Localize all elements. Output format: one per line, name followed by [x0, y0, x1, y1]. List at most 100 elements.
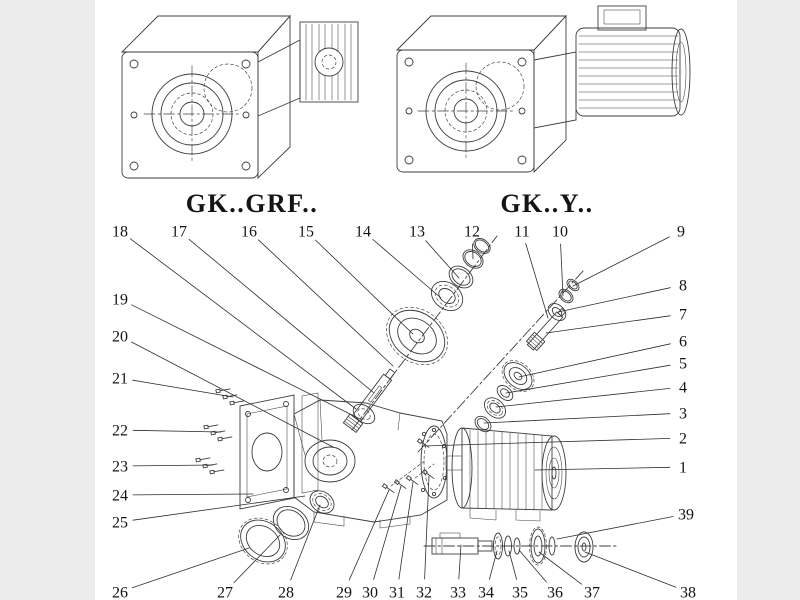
- leader-line-33: [458, 544, 462, 580]
- gk-grf-housing: [120, 14, 292, 180]
- callout-number-21: 21: [112, 371, 128, 388]
- callout-number-17: 17: [171, 224, 187, 241]
- leader-line-12: [472, 243, 474, 260]
- leader-line-8: [557, 287, 671, 313]
- leader-line-29: [348, 489, 390, 581]
- model-label-gk-grf: GK..GRF..: [185, 189, 319, 218]
- center-axis-lines: [351, 235, 617, 547]
- leader-line-36: [518, 549, 547, 583]
- snap-ring: [473, 238, 491, 254]
- drive-motor: [445, 427, 567, 522]
- gear-housing: [293, 399, 448, 529]
- leader-line-34: [488, 550, 498, 580]
- callout-number-3: 3: [679, 406, 687, 423]
- leader-line-2: [423, 437, 671, 447]
- leader-line-9: [572, 236, 670, 287]
- callout-number-28: 28: [278, 585, 294, 600]
- leader-line-5: [505, 364, 671, 394]
- leader-line-7: [545, 315, 671, 334]
- callout-number-34: 34: [478, 585, 494, 600]
- gk-y-motor: [533, 5, 691, 129]
- callout-number-18: 18: [112, 224, 128, 241]
- callout-number-39: 39: [678, 507, 694, 524]
- callout-number-29: 29: [336, 585, 352, 600]
- helical-gear: [386, 306, 448, 366]
- leader-line-4: [495, 387, 671, 408]
- ball-bearing: [430, 280, 464, 312]
- leader-line-1: [534, 466, 671, 471]
- flange-screws: [195, 388, 245, 475]
- output-cover-rings: [238, 490, 335, 565]
- callout-number-30: 30: [362, 585, 378, 600]
- callout-number-31: 31: [389, 585, 405, 600]
- input-pinion-shaft: [342, 368, 396, 433]
- leader-line-11: [525, 243, 549, 319]
- gk-grf-input-flange: [257, 21, 359, 117]
- model-label-gk-y: GK..Y..: [500, 189, 594, 218]
- gk-grf-assembled-view: [120, 14, 359, 180]
- leader-line-20: [131, 341, 334, 448]
- callout-number-2: 2: [679, 431, 687, 448]
- callout-number-13: 13: [409, 224, 425, 241]
- leader-line-37: [538, 551, 582, 585]
- callout-number-12: 12: [464, 224, 480, 241]
- leader-line-3: [483, 413, 671, 424]
- callout-number-37: 37: [584, 585, 600, 600]
- callout-number-9: 9: [677, 224, 685, 241]
- motor-flange-bolts: [381, 438, 435, 493]
- right-margin: [737, 0, 800, 600]
- leader-line-16: [258, 239, 394, 367]
- leader-line-38: [584, 551, 677, 588]
- leader-line-39: [556, 516, 674, 540]
- callout-number-14: 14: [355, 224, 371, 241]
- callout-number-35: 35: [512, 585, 528, 600]
- leader-line-18: [129, 238, 357, 410]
- callout-number-27: 27: [217, 585, 233, 600]
- leader-line-24: [132, 493, 254, 496]
- leader-line-22: [132, 429, 222, 433]
- callout-number-4: 4: [679, 380, 687, 397]
- callout-number-22: 22: [112, 423, 128, 440]
- callout-number-19: 19: [112, 292, 128, 309]
- leader-line-25: [132, 495, 306, 521]
- callout-number-32: 32: [416, 585, 432, 600]
- leader-line-31: [398, 481, 414, 580]
- callout-number-8: 8: [679, 278, 687, 295]
- retaining-ring: [462, 249, 484, 269]
- gk-y-housing: [395, 14, 568, 174]
- leader-line-27: [233, 534, 281, 583]
- leader-line-10: [560, 243, 564, 297]
- callout-number-16: 16: [241, 224, 257, 241]
- callout-number-23: 23: [112, 459, 128, 476]
- exploded-parts-view: [195, 235, 617, 566]
- input-gear-and-bearings: [386, 238, 491, 366]
- leader-line-35: [508, 550, 517, 580]
- callout-number-5: 5: [679, 356, 687, 373]
- leader-line-14: [372, 239, 442, 299]
- bevel-pinion-stack: [474, 278, 580, 433]
- leader-line-32: [424, 475, 430, 580]
- output-shaft-assembly: [431, 526, 594, 566]
- callout-number-10: 10: [552, 224, 568, 241]
- leader-line-30: [373, 485, 402, 580]
- leader-line-15: [314, 239, 414, 335]
- callout-number-38: 38: [680, 585, 696, 600]
- callout-number-6: 6: [679, 334, 687, 351]
- callout-number-24: 24: [112, 488, 128, 505]
- leader-line-19: [131, 304, 363, 421]
- callout-number-36: 36: [547, 585, 563, 600]
- leader-line-23: [132, 464, 214, 467]
- bevel-pinion-shaft: [525, 307, 567, 352]
- leader-line-13: [425, 240, 460, 279]
- leader-line-6: [518, 343, 671, 378]
- callout-number-20: 20: [112, 329, 128, 346]
- left-margin: [0, 0, 95, 600]
- mounting-flange-plate: [239, 392, 319, 510]
- callout-number-25: 25: [112, 515, 128, 532]
- callout-number-26: 26: [112, 585, 128, 600]
- leader-line-17: [188, 238, 375, 394]
- callout-number-11: 11: [514, 224, 529, 241]
- callout-number-15: 15: [298, 224, 314, 241]
